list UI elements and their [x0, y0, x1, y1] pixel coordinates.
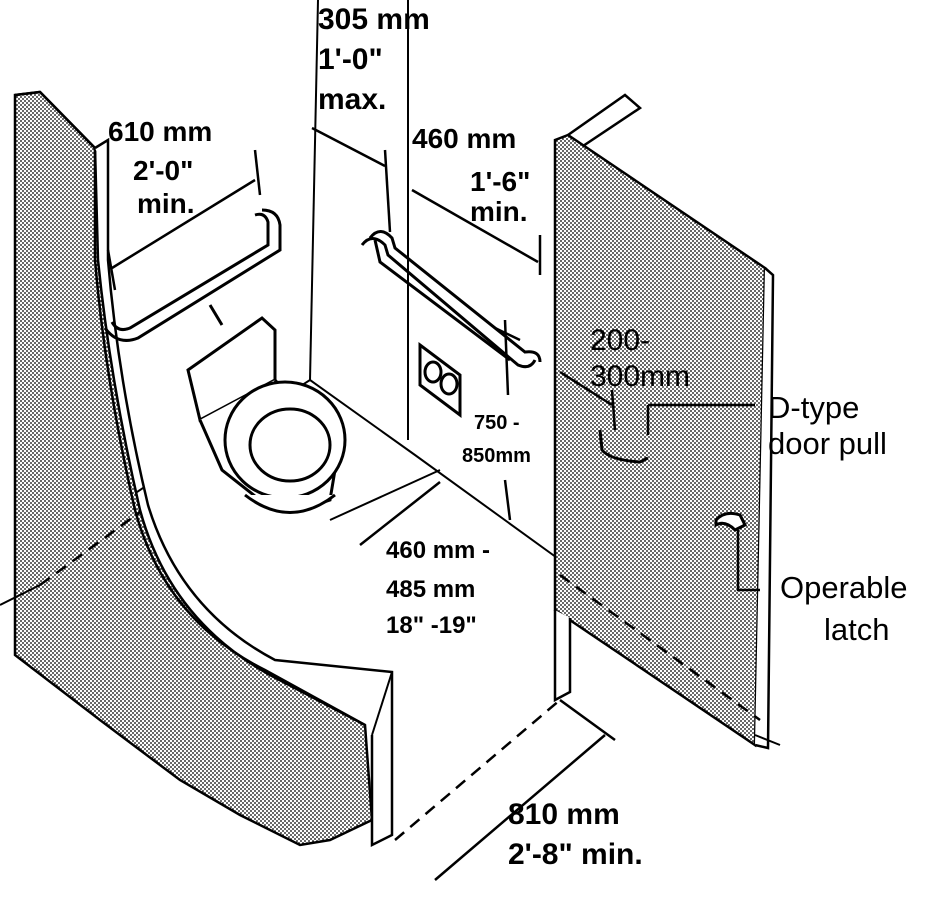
- rear-bar-ft-label: 1'-6": [470, 166, 531, 197]
- top-depth-ft-label: 1'-0": [318, 43, 383, 76]
- rear-corner-line: [309, 0, 319, 381]
- top-depth-qualifier-label: max.: [318, 83, 387, 116]
- seat-offset-label-1: 460 mm -: [386, 537, 491, 564]
- door-pull-label-2: door pull: [768, 426, 887, 461]
- seat-offset-label-3: 18" -19": [386, 612, 477, 639]
- latch-label-1: Operable: [780, 570, 908, 605]
- operable-latch: [714, 511, 748, 532]
- extension-line-left: [0, 584, 41, 606]
- d-type-door-pull: [598, 429, 649, 464]
- rear-bar-mm-label: 460 mm: [412, 123, 517, 154]
- seat-offset-label-2: 485 mm: [386, 576, 476, 603]
- door-pull-label-1: D-type: [768, 390, 860, 425]
- bar-height-label-1: 750 -: [474, 412, 520, 434]
- left-bar-ft-label: 2'-0": [133, 155, 194, 186]
- door-width-mm-label: 810 mm: [508, 798, 620, 831]
- floor-extension-right: [754, 734, 781, 746]
- toilet: [186, 316, 347, 514]
- door-width-ft-label: 2'-8" min.: [508, 838, 643, 871]
- bar-height-label-2: 850mm: [462, 445, 531, 467]
- pull-height-label-1: 200-: [590, 324, 651, 357]
- toilet-paper-dispenser: [418, 342, 462, 418]
- leader-lines: [646, 403, 760, 592]
- left-grab-bar: [103, 208, 282, 342]
- latch-label-2: latch: [824, 612, 890, 647]
- rear-grab-bar: [360, 230, 542, 369]
- left-bar-mm-label: 610 mm: [108, 116, 213, 147]
- door-panel: [553, 93, 775, 750]
- left-partition: [13, 90, 394, 848]
- left-bar-qualifier-label: min.: [137, 188, 195, 219]
- cut-line-left: [39, 510, 141, 587]
- dimension-lines: [106, 126, 617, 881]
- rear-bar-qualifier-label: min.: [470, 196, 528, 227]
- pull-height-label-2: 300mm: [590, 360, 691, 393]
- cut-line-right: [559, 573, 761, 722]
- door-swing-line: [394, 699, 561, 841]
- top-depth-mm-label: 305 mm: [318, 3, 430, 36]
